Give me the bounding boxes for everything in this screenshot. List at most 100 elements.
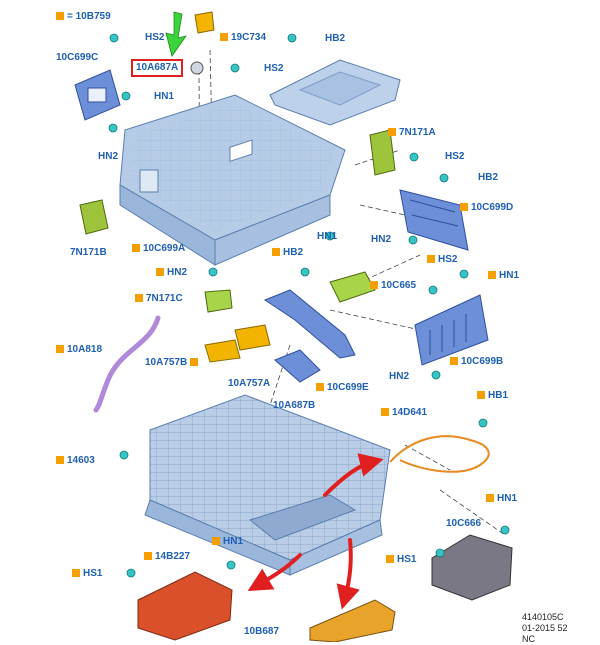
- label-hs1-right: HS1: [386, 554, 416, 566]
- label-10c699d: 10C699D: [460, 202, 513, 214]
- legend-10b759: = 10B759: [56, 11, 111, 23]
- label-text: 10C699E: [327, 382, 369, 393]
- label-7n171b: 7N171B: [70, 247, 107, 258]
- label-10a687b: 10A687B: [273, 400, 316, 411]
- label-text: 10C699A: [143, 243, 186, 254]
- label-hs2-far-right: HS2: [427, 254, 457, 266]
- label-text: 14D641: [392, 407, 428, 418]
- label-hn1-bottom-right: HN1: [486, 493, 517, 505]
- label-10a757a: 10A757A: [228, 378, 271, 389]
- marker: [144, 552, 152, 560]
- legend-text: = 10B759: [67, 11, 111, 22]
- bracket-10c699b: [414, 294, 489, 366]
- label-10c699e: 10C699E: [316, 382, 369, 394]
- green-pointer-arrow: [165, 11, 187, 57]
- label-hb2-top: HB2: [325, 33, 346, 44]
- label-hs2-top-left: HS2: [145, 32, 165, 43]
- red-arrows: [247, 453, 384, 610]
- marker: [272, 248, 280, 256]
- marker: [220, 33, 228, 41]
- marker: [132, 244, 140, 252]
- label-10c665: 10C665: [370, 280, 416, 292]
- label-14b227: 14B227: [144, 551, 190, 563]
- marker: [156, 268, 164, 276]
- marker: [381, 408, 389, 416]
- marker: [450, 357, 458, 365]
- footer-line-1: 4140105C: [522, 612, 564, 622]
- marker: [486, 494, 494, 502]
- marker: [488, 271, 496, 279]
- bottom-parts: [137, 534, 513, 642]
- label-10c699a: 10C699A: [132, 243, 185, 255]
- label-7n171a: 7N171A: [388, 127, 436, 139]
- battery-pack: [144, 394, 391, 576]
- label-7n171c: 7N171C: [135, 293, 183, 305]
- label-hs1-left: HS1: [72, 568, 102, 580]
- marker: [190, 358, 199, 366]
- marker: [386, 555, 394, 563]
- label-14d641: 14D641: [381, 407, 427, 419]
- marker: [72, 569, 80, 577]
- label-hn1-bottom: HN1: [212, 536, 243, 548]
- marker: [370, 281, 378, 289]
- label-text: HS1: [397, 554, 417, 565]
- footer-line-3: NC: [522, 634, 535, 644]
- marker: [477, 391, 485, 399]
- label-text: 10C665: [381, 280, 417, 291]
- label-hs2-mid: HS2: [264, 63, 284, 74]
- label-hb1: HB1: [477, 390, 508, 402]
- grommet: [190, 61, 204, 75]
- marker: [316, 383, 324, 391]
- label-text: HN1: [223, 536, 244, 547]
- label-10c699c: 10C699C: [56, 52, 99, 63]
- label-10a818: 10A818: [56, 344, 102, 356]
- green-parts: [79, 129, 396, 313]
- legend-marker: [56, 12, 64, 20]
- label-10c699b: 10C699B: [450, 356, 503, 368]
- label-14603: 14603: [56, 455, 95, 467]
- label-hn2-center: HN2: [156, 267, 187, 279]
- label-text: HN1: [499, 270, 520, 281]
- cover-plate: [269, 59, 401, 126]
- label-10a687a-highlight: 10A687A: [131, 59, 184, 77]
- label-hn2-mid: HN2: [371, 234, 392, 245]
- label-text: 19C734: [231, 32, 267, 43]
- harness-14d641: [389, 435, 490, 473]
- label-10c666: 10C666: [446, 518, 482, 529]
- label-text: 14603: [67, 455, 95, 466]
- label-text: 10C699D: [471, 202, 514, 213]
- label-text: 7N171A: [399, 127, 436, 138]
- marker: [56, 345, 64, 353]
- label-text: 14B227: [155, 551, 191, 562]
- label-19c734: 19C734: [220, 32, 266, 44]
- marker: [460, 203, 468, 211]
- label-text: HN1: [497, 493, 518, 504]
- marker: [56, 456, 64, 464]
- marker: [135, 294, 143, 302]
- label-text: HS2: [438, 254, 458, 265]
- label-hn1-mid: HN1: [317, 231, 338, 242]
- label-10a757b: 10A757B: [145, 357, 201, 369]
- label-hn1-left: HN1: [154, 91, 175, 102]
- label-text: HN2: [167, 267, 188, 278]
- cable-10a818: [93, 315, 161, 413]
- footer-line-2: 01-2015 52: [522, 623, 568, 633]
- label-text: 10A818: [67, 344, 103, 355]
- label-hs2-right: HS2: [445, 151, 465, 162]
- marker: [427, 255, 435, 263]
- label-text: HB1: [488, 390, 509, 401]
- label-text: HS1: [83, 568, 103, 579]
- fasteners: [108, 33, 510, 578]
- bracket-10c699c: [74, 69, 121, 121]
- label-hn2-left: HN2: [98, 151, 119, 162]
- label-text: 10C699B: [461, 356, 504, 367]
- marker: [212, 537, 220, 545]
- label-hb2-mid: HB2: [272, 247, 303, 259]
- yellow-brackets: [194, 11, 271, 363]
- label-hn1-far-right: HN1: [488, 270, 519, 282]
- label-10b687: 10B687: [244, 626, 280, 637]
- label-text: 7N171C: [146, 293, 183, 304]
- drawing-number: 4140105C 01-2015 52 NC: [522, 612, 568, 645]
- label-text: HB2: [283, 247, 304, 258]
